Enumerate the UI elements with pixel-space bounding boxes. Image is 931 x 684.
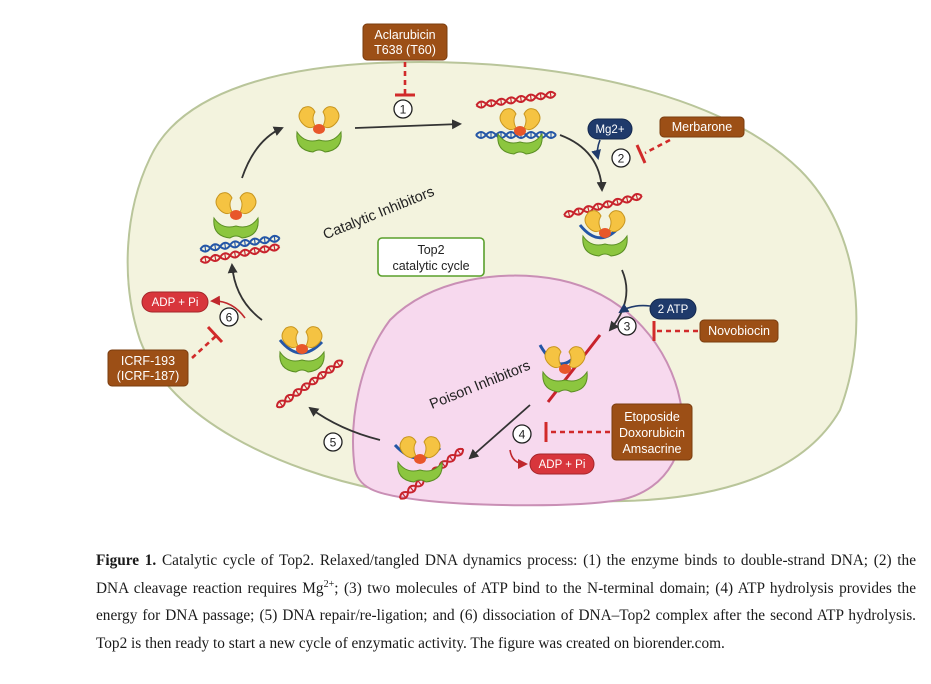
top2-cycle-label-box: Top2 catalytic cycle [377, 237, 485, 277]
adp-pi-step6: ADP + Pi [141, 291, 246, 319]
svg-text:ADP + Pi: ADP + Pi [539, 459, 586, 471]
arrow-step3 [608, 269, 628, 332]
svg-text:Top2: Top2 [417, 243, 444, 257]
svg-text:Etoposide: Etoposide [624, 410, 680, 424]
svg-text:ICRF-193: ICRF-193 [121, 354, 175, 368]
inhibitor-aclarubicin: Aclarubicin T638 (T60) [362, 23, 448, 97]
arrow-step5 [308, 406, 381, 441]
svg-text:catalytic cycle: catalytic cycle [392, 259, 469, 273]
inhibitor-novobiocin: Novobiocin [652, 319, 779, 343]
svg-text:ADP + Pi: ADP + Pi [152, 297, 199, 309]
arrow-return [241, 126, 284, 179]
inhibitor-poisons: Etoposide Doxorubicin Amsacrine [544, 403, 693, 461]
svg-text:3: 3 [624, 320, 631, 334]
top2-cycle-diagram: Catalytic Inhibitors Poison Inhibitors T… [107, 23, 858, 507]
svg-text:Aclarubicin: Aclarubicin [374, 28, 435, 42]
svg-text:2: 2 [618, 152, 625, 166]
adp-pi-step4: ADP + Pi [509, 449, 595, 475]
caption-text-continued: ; (3) two molecules of ATP bind to the N… [96, 579, 916, 652]
step-2-marker: 2 [611, 148, 631, 168]
enzyme-atp-bound [538, 334, 602, 403]
mg-cofactor: Mg2+ [587, 118, 633, 160]
arrow-step1 [354, 119, 462, 130]
svg-text:(ICRF-187): (ICRF-187) [117, 369, 180, 383]
atp-cofactor: 2 ATP [618, 298, 697, 320]
svg-text:Mg2+: Mg2+ [595, 124, 624, 136]
step-5-marker: 5 [323, 432, 343, 452]
enzyme-dna-passage [393, 436, 466, 502]
svg-text:4: 4 [519, 428, 526, 442]
enzyme-religation [274, 326, 346, 411]
svg-text:Novobiocin: Novobiocin [708, 324, 770, 338]
svg-text:5: 5 [330, 436, 337, 450]
figure-caption: Figure 1. Catalytic cycle of Top2. Relax… [96, 547, 916, 657]
arrow-step2 [559, 134, 607, 192]
step-3-marker: 3 [617, 316, 637, 336]
inhibitor-icrf: ICRF-193 (ICRF-187) [107, 325, 224, 387]
svg-text:Amsacrine: Amsacrine [622, 442, 681, 456]
arrow-step4 [468, 404, 531, 460]
caption-superscript: 2+ [323, 578, 335, 590]
svg-text:Doxorubicin: Doxorubicin [619, 426, 685, 440]
svg-text:2 ATP: 2 ATP [658, 304, 689, 316]
svg-text:Merbarone: Merbarone [672, 120, 732, 134]
enzyme-cleavage [562, 191, 644, 257]
step-1-marker: 1 [393, 99, 413, 119]
svg-text:6: 6 [226, 311, 233, 325]
inhibitor-merbarone: Merbarone [635, 116, 745, 164]
figure-label: Figure 1. [96, 552, 157, 569]
svg-text:T638 (T60): T638 (T60) [374, 43, 436, 57]
step-4-marker: 4 [512, 424, 532, 444]
step-6-marker: 6 [219, 307, 239, 327]
caption-text: Catalytic cycle of Top2. Relaxed/tangled… [96, 552, 916, 597]
svg-text:1: 1 [400, 103, 407, 117]
arrow-step6 [227, 263, 263, 321]
